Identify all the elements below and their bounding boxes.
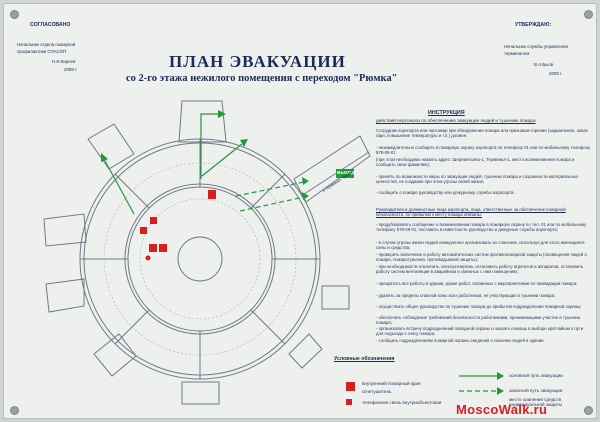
watermark: MoscoWalk.ru [456, 402, 548, 417]
instruction-item: - осуществить общее руководство по тушен… [376, 304, 582, 309]
instruction-item: - обеспечить соблюдение требований безоп… [376, 315, 581, 326]
screw-icon [584, 406, 593, 415]
core-ring [177, 236, 223, 282]
corridor-outline [293, 135, 371, 203]
fire-equipment-markers [140, 190, 355, 405]
exit-sign [336, 169, 354, 178]
instruction-item: - продублировать сообщение о возникновен… [376, 222, 587, 233]
screw-icon [10, 406, 19, 415]
approval-right-line2: терминалом [504, 51, 530, 56]
instruction-item: - организовать встречу подразделений пож… [376, 326, 584, 337]
legend-title: Условные обозначения [334, 356, 395, 362]
instructions-subtitle: действий персонала по обеспечению эвакуа… [376, 118, 536, 123]
instruction-paragraph: Сотрудник аэропорта или пассажир при обн… [376, 128, 588, 139]
evacuation-routes [101, 110, 309, 215]
instruction-item: - прекратить все работы в здании, кроме … [376, 281, 578, 286]
instruction-item: - в случае угрозы жизни людей немедленно… [376, 240, 585, 251]
wing-blocks [43, 100, 350, 405]
legend-item-main-route: основной путь эвакуации [509, 373, 563, 378]
instruction-paragraph: - сообщить о пожаре руководству или дежу… [376, 190, 515, 195]
instruction-paragraph: - незамедлительно сообщить в пожарную ох… [376, 145, 591, 156]
instructions-title: ИНСТРУКЦИЯ [428, 110, 465, 116]
plan-title: ПЛАН ЭВАКУАЦИИ [169, 52, 346, 71]
approval-right-signer: В.А.Быов [534, 62, 554, 67]
legend-item-ppe-storage: место хранения средств индивидуальной за… [509, 397, 563, 407]
evacuation-plan-board: СОГЛАСОВАНО Начальник отдела пожарной пр… [3, 3, 597, 419]
floor-plan [43, 100, 504, 405]
instruction-item: - сообщить подразделениям пожарной охран… [376, 338, 545, 343]
approval-right-heading: УТВЕРЖДАЮ: [515, 22, 552, 28]
instruction-paragraph: - принять по возможности меры по эвакуац… [376, 174, 578, 185]
radial-walls [80, 139, 320, 379]
instruction-section2-heading: Руководители и должностные лица аэропорт… [376, 207, 566, 218]
approval-right-line1: Начальник службы управления [504, 44, 568, 49]
approval-left-heading: СОГЛАСОВАНО [30, 22, 71, 28]
approval-right-year: 2009 г. [549, 71, 563, 76]
instruction-item: - при необходимости отключить электроэне… [376, 264, 584, 275]
instruction-item: - проверить включение в работу автоматич… [376, 252, 587, 263]
approval-left-line1: Начальник отдела пожарной [17, 42, 76, 47]
screw-icon [584, 10, 593, 19]
instruction-paragraph: (при этом необходимо назвать адрес: Шере… [376, 157, 575, 168]
plan-subtitle: со 2-го этажа нежилого помещения с перех… [126, 73, 398, 84]
legend-item-phone: телефонная связь внутриобъектовая [362, 400, 442, 405]
legend-item-fire-hydrant: внутренний пожарный кран [362, 381, 421, 386]
screw-icon [10, 10, 19, 19]
legend-item-extinguisher: огнетушитель [362, 389, 392, 394]
approval-left-year: 2008 г. [64, 67, 78, 72]
exit-label: ВЫХОД [337, 170, 355, 175]
approval-left-line2: профилактики СПАСОП [17, 49, 67, 54]
approval-left-signer: Н.И.Киреев [52, 59, 76, 64]
legend-arrows [459, 372, 504, 395]
instruction-item: - удалить за пределы опасной зоны всех р… [376, 293, 556, 298]
legend-item-spare-route: запасной путь эвакуации [509, 388, 563, 393]
